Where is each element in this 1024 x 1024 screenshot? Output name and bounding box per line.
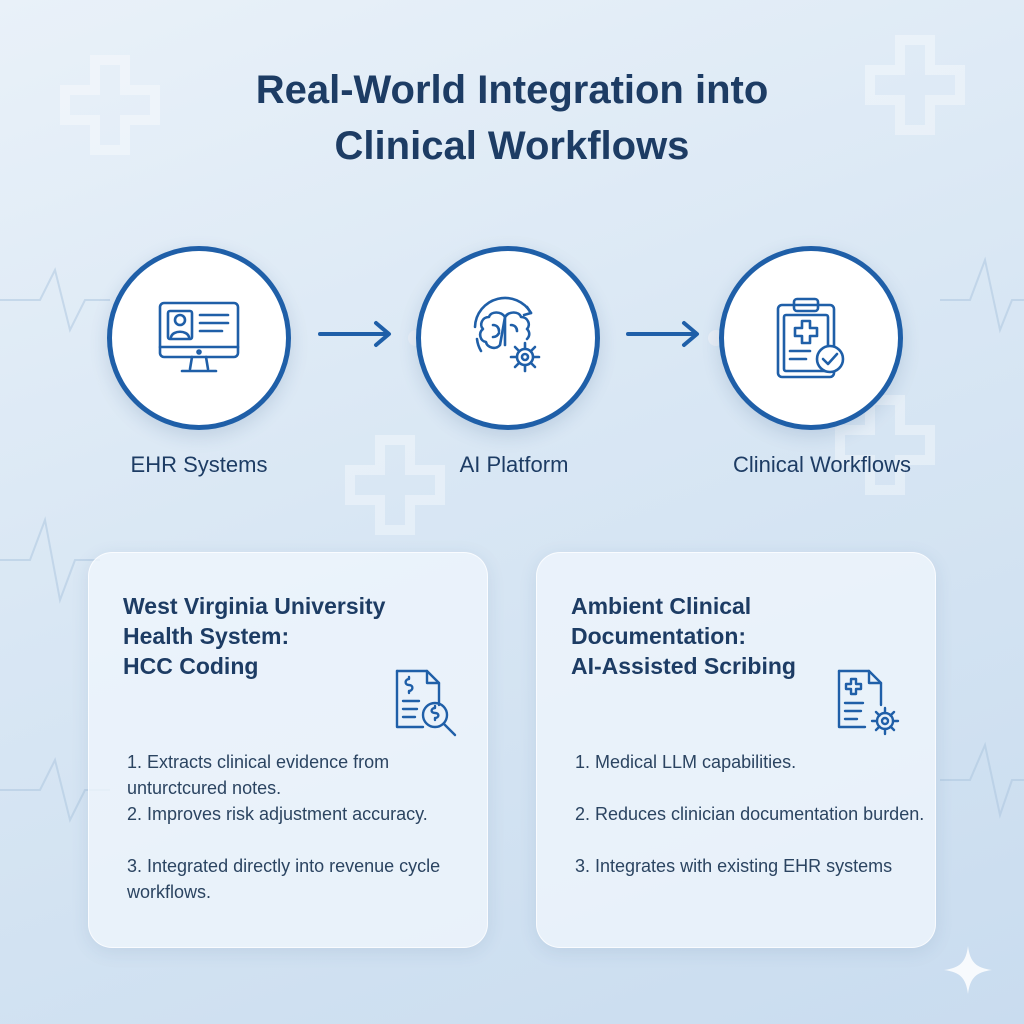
flow-node-label-clinical: Clinical Workflows — [732, 452, 912, 477]
monitor-profile-icon — [158, 301, 240, 373]
card-list-item: 2. Improves risk adjustment accuracy. — [127, 804, 428, 824]
clipboard-check-icon — [776, 297, 845, 379]
card-list-item: 1. Medical LLM capabilities. — [575, 752, 797, 772]
card-title-line: AI-Assisted Scribing — [571, 653, 796, 679]
card-title-line: Ambient Clinical — [571, 593, 752, 619]
page-title-line-1: Real-World Integration into — [255, 68, 769, 112]
page-title: Real-World Integration into Clinical Wor… — [0, 62, 1024, 174]
card-list-item: 1. Extracts clinical evidence from untur… — [127, 752, 390, 798]
case-study-card-wvu: West Virginia University Health System: … — [88, 552, 488, 948]
flow-node-label-ai: AI Platform — [459, 452, 569, 477]
card-title-line: West Virginia University — [123, 593, 386, 619]
card-title: West Virginia University Health System: … — [123, 591, 423, 681]
flow-node-clinical — [719, 246, 903, 430]
card-list-item: 3. Integrates with existing EHR systems — [575, 856, 893, 876]
card-list-item: 2. Reduces clinician documentation burde… — [575, 804, 925, 824]
flow-node-ai — [416, 246, 600, 430]
brain-gear-icon — [473, 296, 541, 373]
card-title-line: HCC Coding — [123, 653, 259, 679]
document-medical-gear-icon — [837, 669, 900, 736]
arrow-right-icon — [318, 321, 391, 347]
card-list-item: 3. Integrated directly into revenue cycl… — [127, 856, 441, 902]
card-title: Ambient Clinical Documentation: AI-Assis… — [571, 591, 871, 681]
flow-node-label-ehr: EHR Systems — [130, 452, 268, 477]
page-title-line-2: Clinical Workflows — [334, 124, 690, 168]
card-title-line: Documentation: — [571, 623, 747, 649]
arrow-right-icon — [626, 321, 699, 347]
sparkle-icon — [944, 946, 992, 994]
card-title-line: Health System: — [123, 623, 290, 649]
document-dollar-search-icon — [395, 669, 457, 737]
case-study-card-ambient: Ambient Clinical Documentation: AI-Assis… — [536, 552, 936, 948]
flow-node-ehr — [107, 246, 291, 430]
